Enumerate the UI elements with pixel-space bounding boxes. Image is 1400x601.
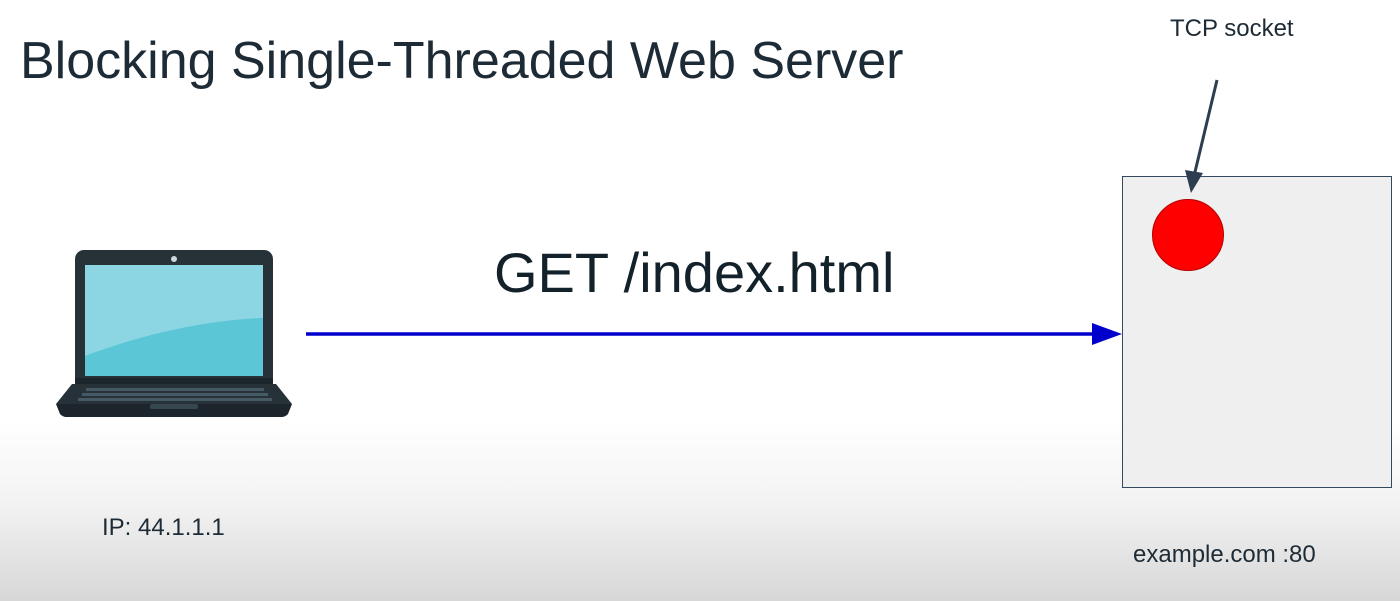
socket-pointer-arrow (1185, 79, 1219, 193)
server-host-label: example.com :80 (1133, 541, 1316, 568)
request-label: GET /index.html (494, 241, 895, 304)
tcp-socket-dot (1152, 199, 1224, 271)
request-arrow (306, 323, 1122, 345)
diagram-title: Blocking Single-Threaded Web Server (20, 32, 904, 90)
tcp-socket-label: TCP socket (1170, 15, 1294, 42)
client-ip-label: IP: 44.1.1.1 (102, 514, 225, 541)
laptop-icon (56, 250, 292, 417)
